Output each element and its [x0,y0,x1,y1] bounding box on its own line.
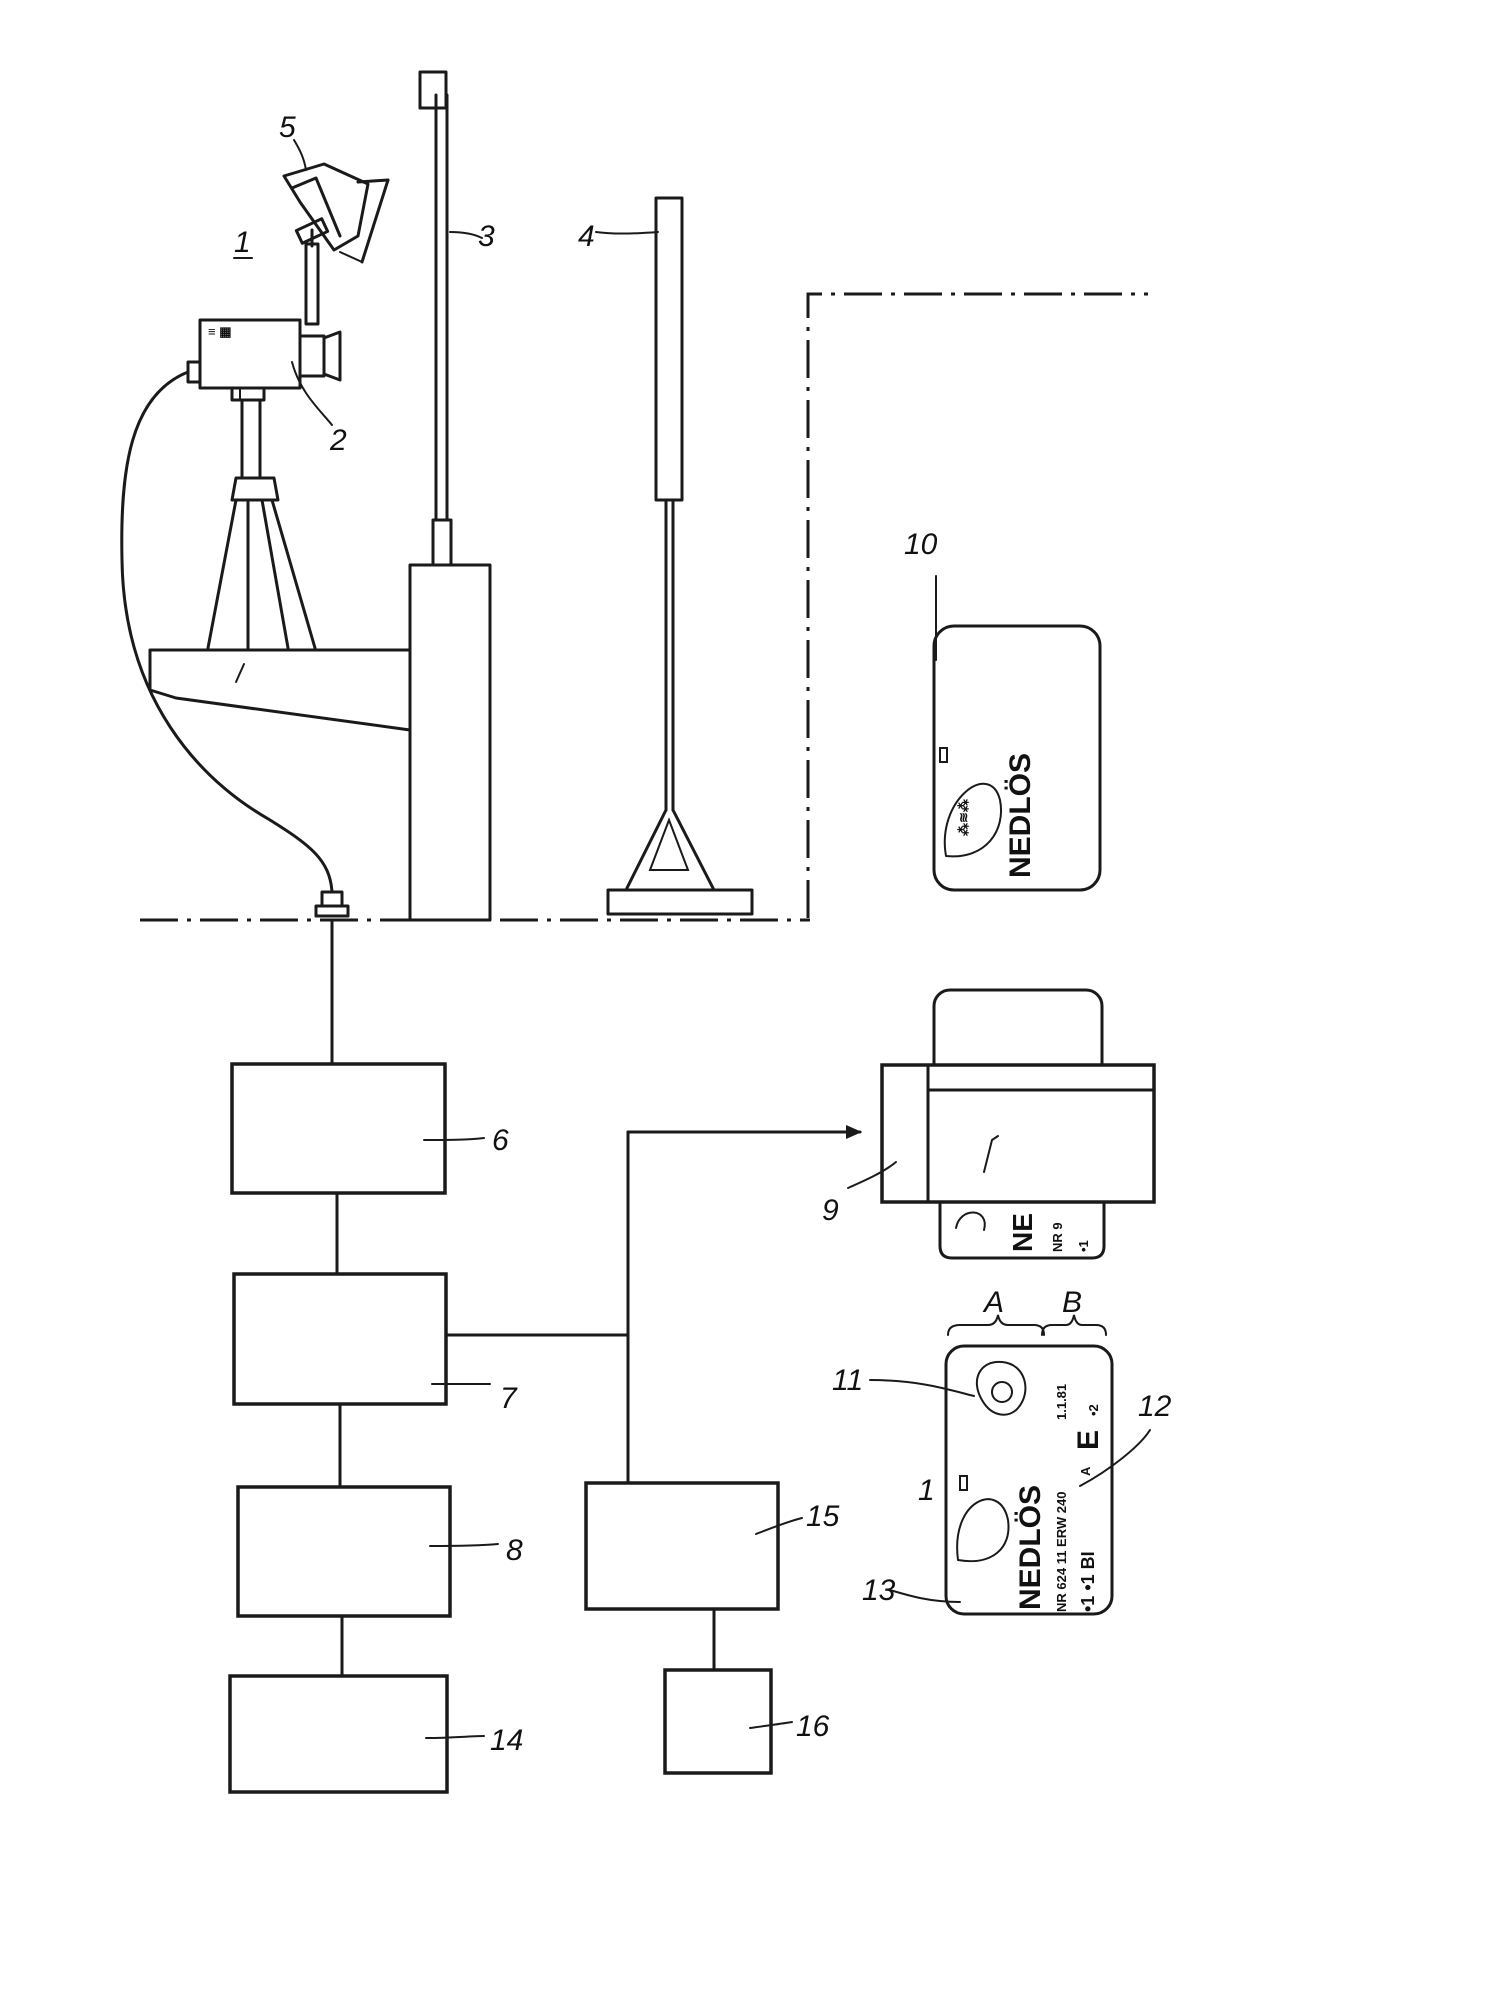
id-card-line1-tail: 1.1.81 [1054,1384,1069,1420]
block-15 [586,1483,778,1609]
label-seat: 1 [918,1474,935,1507]
label-4: 4 [578,220,595,253]
id-card-code: E [1072,1430,1105,1450]
id-card-brand: NEDLÖS [1014,1485,1047,1610]
label-2: 2 [329,424,347,457]
tripod [208,400,315,648]
printer-card-line1: NR 9 [1050,1222,1065,1252]
label-6: 6 [492,1124,509,1157]
label-1: 1 [234,226,251,259]
id-card-line2-tail: A [1078,1466,1093,1476]
label-8: 8 [506,1534,523,1567]
label-10: 10 [904,528,938,561]
label-11: 11 [832,1364,863,1397]
block-16 [665,1670,771,1773]
arrow-to-printer [846,1125,862,1139]
label-14: 14 [490,1724,523,1757]
block-6 [232,1064,445,1193]
label-9: 9 [822,1194,839,1227]
light-column [410,72,490,920]
card-blank: ⁂≋⁂ NEDLÖS [934,626,1100,890]
capture-station: ≡ ▦ [122,72,1148,920]
label-7: 7 [500,1382,518,1415]
id-card-line2: •1 •1 BI [1078,1551,1098,1612]
block-7 [234,1274,446,1404]
camera-platform [150,650,410,730]
label-b: B [1062,1286,1082,1319]
svg-text:≡ ▦: ≡ ▦ [208,324,231,339]
id-card-code-sub: •2 [1086,1404,1101,1416]
backdrop-stand [608,198,752,914]
printer-card-line2: •1 [1076,1240,1091,1252]
lamp [284,164,388,324]
id-card: NEDLÖS NR 624 11 ERW 240 1.1.81 •1 •1 BI… [946,1315,1112,1614]
label-13: 13 [862,1574,896,1607]
printer-card-brand: NE [1007,1213,1038,1252]
label-5: 5 [279,111,296,144]
room-boundary [808,294,1148,918]
camera: ≡ ▦ [188,320,340,400]
label-12: 12 [1138,1390,1172,1423]
block-8 [238,1487,450,1616]
floor-connector [316,892,348,916]
label-3: 3 [478,220,495,253]
label-a: A [982,1286,1004,1319]
block-diagram: NE NR 9 •1 NEDLÖS NR 624 11 ERW 240 1.1.… [230,920,1154,1792]
card-blank-brand: NEDLÖS [1004,753,1037,878]
svg-text:⁂≋⁂: ⁂≋⁂ [956,799,971,836]
id-card-line1: NR 624 11 ERW 240 [1054,1492,1069,1612]
camera-cable [122,372,332,892]
block-14 [230,1676,447,1792]
printer: NE NR 9 •1 [882,990,1154,1258]
label-16: 16 [796,1710,830,1743]
label-15: 15 [806,1500,840,1533]
